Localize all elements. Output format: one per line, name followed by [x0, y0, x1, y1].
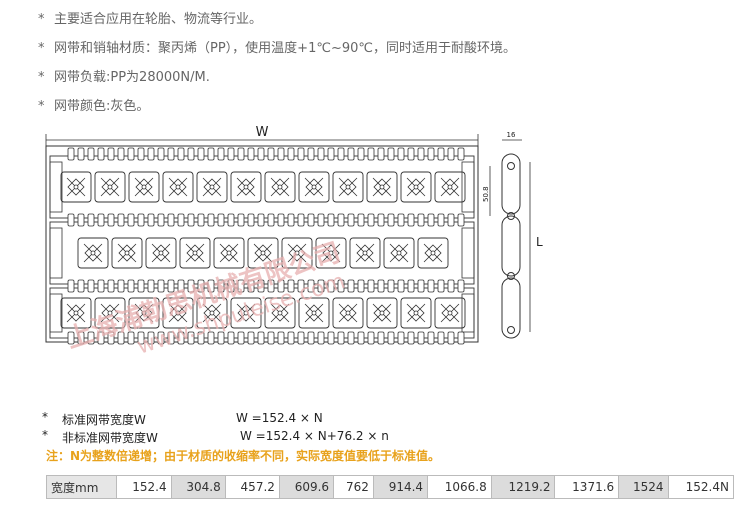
- bullet-3: * 网带负载:PP为28000N/M.: [38, 66, 210, 85]
- width-cell: 609.6: [278, 475, 335, 499]
- bullet-text: 网带和销轴材质：聚丙烯（PP），使用温度+1℃~90℃，同时适用于耐酸环境。: [54, 41, 516, 56]
- width-cell: 304.8: [170, 475, 226, 499]
- bullet-2: * 网带和销轴材质：聚丙烯（PP），使用温度+1℃~90℃，同时适用于耐酸环境。: [38, 37, 516, 56]
- bullet-star: *: [38, 99, 45, 114]
- nonstandard-width-star: *: [42, 428, 48, 442]
- width-cell: 1371.6: [554, 475, 620, 499]
- bullet-text: 网带颜色:灰色。: [54, 99, 150, 114]
- width-cell: 762: [333, 475, 374, 499]
- top-view: W: [45, 125, 479, 345]
- width-cell: 1524: [618, 475, 669, 499]
- width-cell: 152.4: [116, 475, 172, 499]
- bullet-text: 网带负载:PP为28000N/M.: [54, 70, 210, 85]
- side-width-dim: 16: [507, 131, 516, 139]
- bullet-4: * 网带颜色:灰色。: [38, 95, 149, 114]
- watermark: 上海浦勒思机械有限公司 www.shpuleise.com: [63, 237, 349, 358]
- bullet-star: *: [38, 70, 45, 85]
- width-table-header: 宽度mm: [45, 475, 118, 499]
- bullet-star: *: [38, 12, 45, 27]
- nonstandard-width-formula: W =152.4 × N+76.2 × n: [240, 429, 389, 443]
- standard-width-formula: W =152.4 × N: [236, 411, 323, 425]
- width-cell: 1219.2: [490, 475, 556, 499]
- width-table: 宽度mm 152.4 304.8 457.2 609.6 762 914.4 1…: [45, 475, 735, 499]
- width-note: 注：N为整数倍递增；由于材质的收缩率不同，实际宽度值要低于标准值。: [46, 449, 441, 463]
- bullet-star: *: [38, 41, 45, 56]
- width-cell: 1066.8: [427, 475, 492, 499]
- width-cell: 457.2: [224, 475, 280, 499]
- standard-width-star: *: [42, 410, 48, 424]
- belt-modules: [45, 145, 479, 345]
- side-pitch-dim: 50.8: [482, 186, 490, 202]
- side-view: 16 50.8 L: [482, 131, 543, 339]
- standard-width-label: 标准网带宽度W: [62, 413, 146, 427]
- side-length-label: L: [536, 235, 543, 249]
- table-row: 宽度mm 152.4 304.8 457.2 609.6 762 914.4 1…: [45, 475, 735, 499]
- width-dimension-label: W: [256, 125, 269, 140]
- width-cell: 152.4N: [667, 475, 735, 499]
- nonstandard-width-label: 非标准网带宽度W: [62, 431, 158, 445]
- belt-technical-drawing: W 16 50.8 L 上海浦勒思机械有限公司 www.shpuleise.co…: [45, 125, 543, 358]
- bullet-text: 主要适合应用在轮胎、物流等行业。: [54, 12, 263, 27]
- bullet-1: * 主要适合应用在轮胎、物流等行业。: [38, 8, 262, 27]
- width-cell: 914.4: [372, 475, 429, 499]
